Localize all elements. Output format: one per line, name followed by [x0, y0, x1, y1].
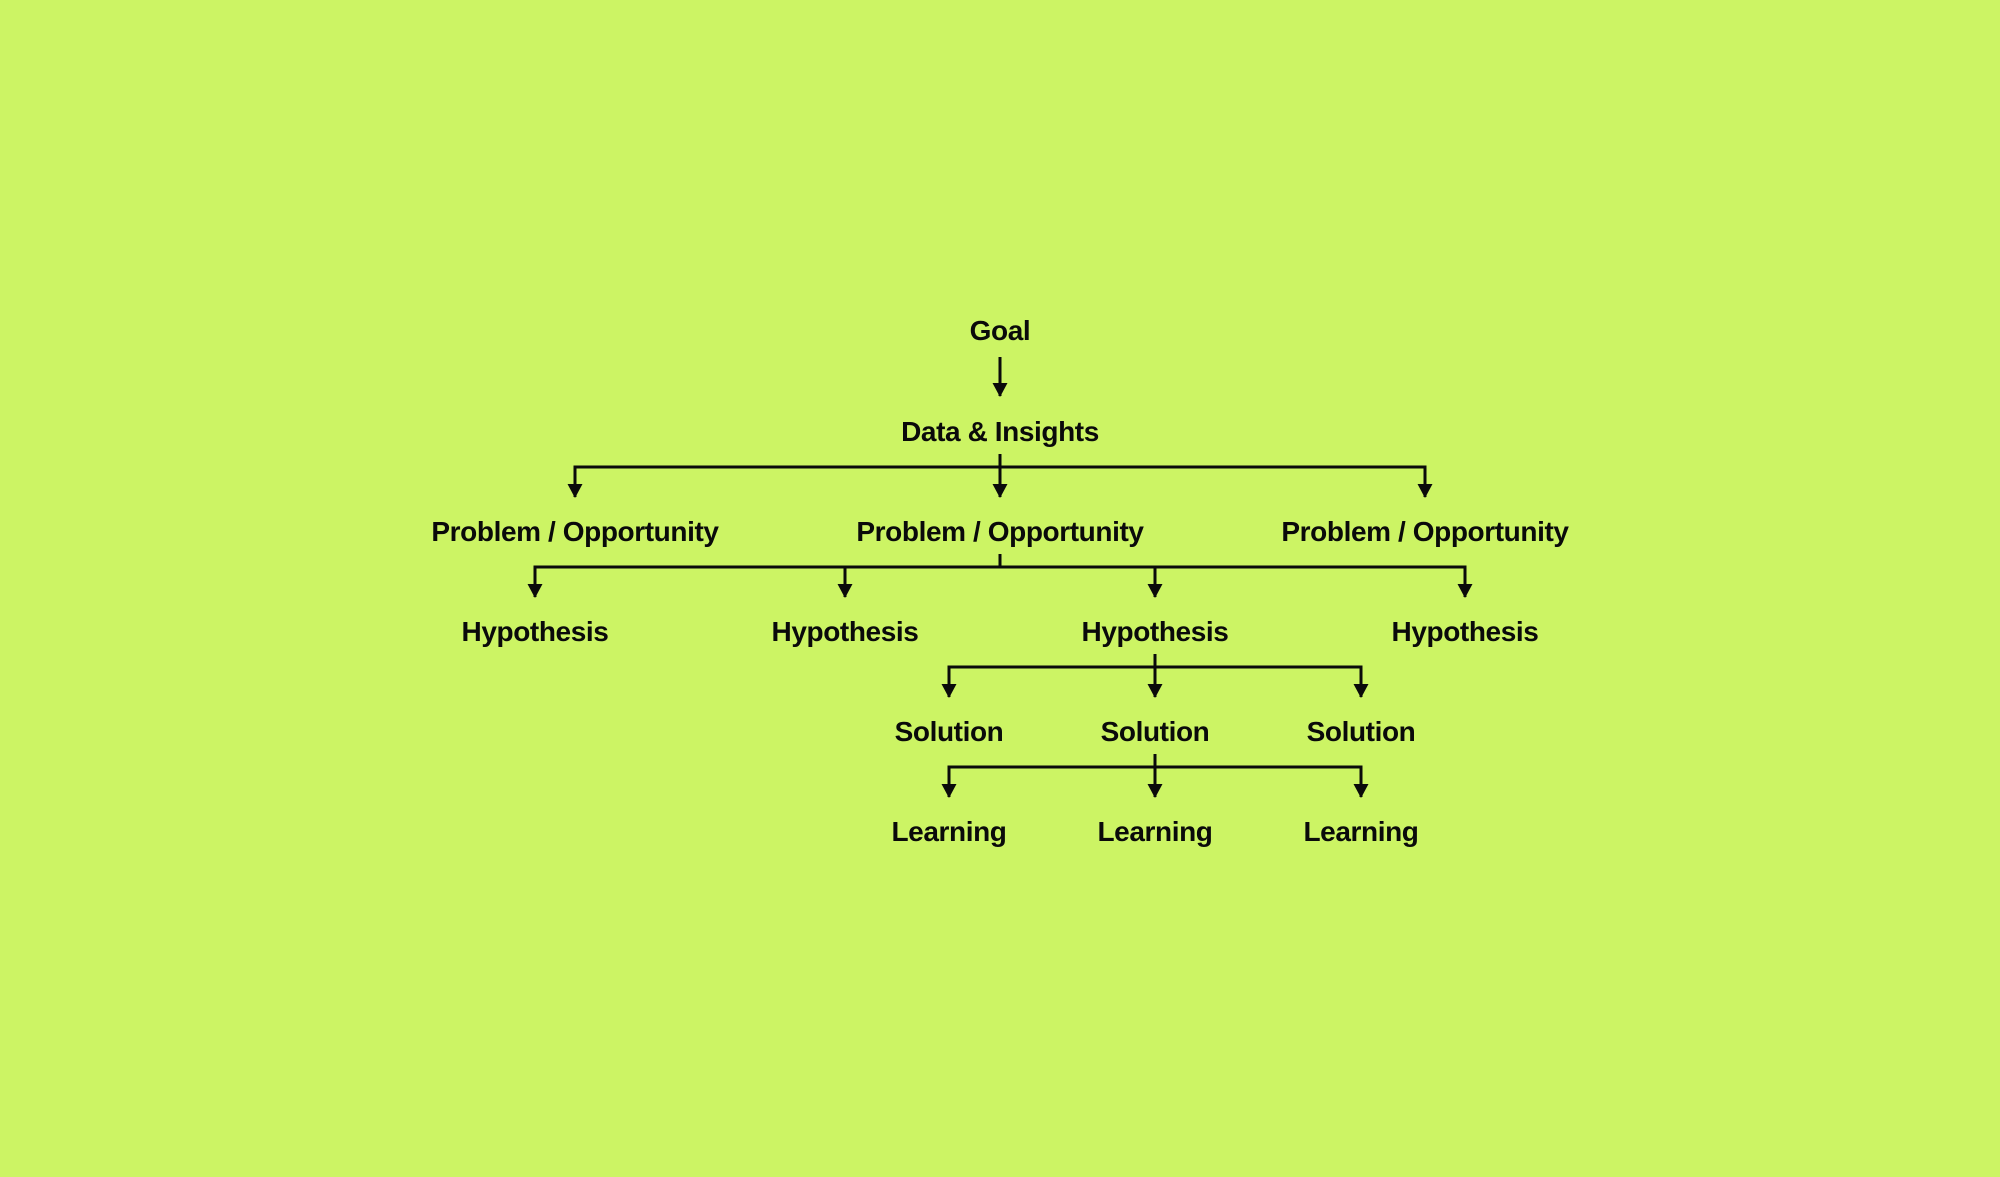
node-problem-opportunity-2: Problem / Opportunity — [856, 516, 1144, 547]
node-hypothesis-3: Hypothesis — [1082, 616, 1229, 647]
node-problem-opportunity-3: Problem / Opportunity — [1281, 516, 1569, 547]
node-solution-3: Solution — [1307, 716, 1416, 747]
node-solution-1: Solution — [895, 716, 1004, 747]
node-hypothesis-2: Hypothesis — [772, 616, 919, 647]
node-hypothesis-4: Hypothesis — [1392, 616, 1539, 647]
node-goal: Goal — [970, 315, 1031, 346]
node-learning-2: Learning — [1097, 816, 1212, 847]
node-solution-2: Solution — [1101, 716, 1210, 747]
node-problem-opportunity-1: Problem / Opportunity — [431, 516, 719, 547]
node-learning-1: Learning — [891, 816, 1006, 847]
node-hypothesis-1: Hypothesis — [462, 616, 609, 647]
node-data-insights: Data & Insights — [901, 416, 1099, 447]
node-learning-3: Learning — [1303, 816, 1418, 847]
